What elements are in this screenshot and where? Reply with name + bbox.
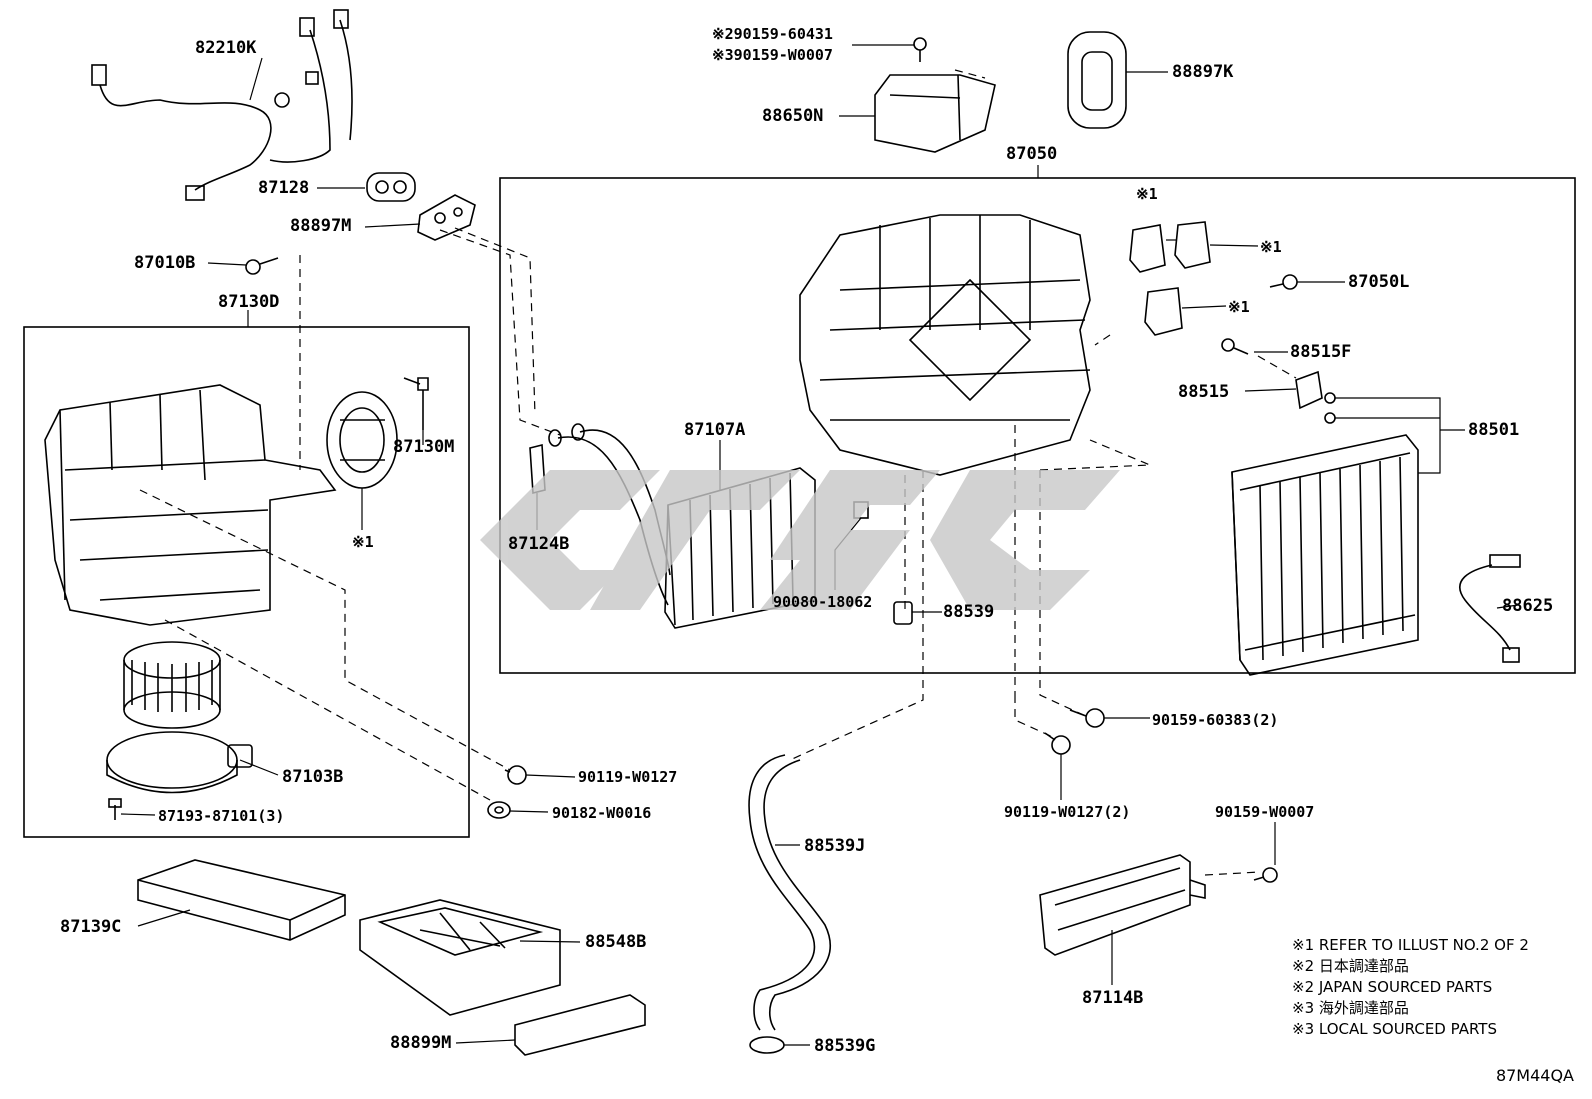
part-label-87128: 87128: [258, 178, 310, 198]
cabin-filter-drawing: [137, 859, 346, 941]
hvac-unit-drawing: [799, 214, 1091, 476]
note-refer-illust: ※1 REFER TO ILLUST NO.2 OF 2: [1292, 936, 1529, 954]
part-label-88899m: 88899M: [390, 1033, 452, 1053]
part-label-90119-w0127-2: 90119-W0127(2): [1004, 803, 1131, 821]
part-label-87124b: 87124B: [508, 534, 570, 554]
part-label-87139c: 87139C: [60, 917, 122, 937]
blower-motor-drawing: [106, 641, 253, 794]
blower-housing-drawing: [44, 384, 337, 626]
ptc-heater-drawing: [1039, 854, 1206, 956]
seal-88897m-drawing: [417, 194, 476, 241]
bolt-87050l-drawing: [1269, 274, 1298, 290]
bolt-87010b-drawing: [245, 257, 279, 275]
part-label-88539g: 88539G: [814, 1036, 876, 1056]
part-label-90080-18062: 90080-18062: [773, 593, 873, 611]
part-label-390159-w0007: ※390159-W0007: [712, 46, 833, 64]
filter-case-drawing: [359, 899, 561, 1016]
screw-90119-w0127-2-drawing: [1044, 732, 1071, 755]
part-label-88548b: 88548B: [585, 932, 647, 952]
wire-harness-drawing: [91, 9, 353, 201]
part-label-87193-87101: 87193-87101(3): [158, 807, 285, 825]
part-label-88650n: 88650N: [762, 106, 824, 126]
part-label-290159-60431: ※290159-60431: [712, 25, 833, 43]
part-label-87130m: 87130M: [393, 437, 455, 457]
part-label-88897m: 88897M: [290, 216, 352, 236]
drain-hose-drawing: [748, 754, 831, 1054]
blower-cover-drawing: [326, 377, 429, 489]
part-label-90159-w0007: 90159-W0007: [1215, 803, 1315, 821]
note-local-en: ※3 LOCAL SOURCED PARTS: [1292, 1020, 1497, 1038]
part-label-90159-60383: 90159-60383(2): [1152, 711, 1279, 729]
part-label-88539: 88539: [943, 602, 995, 622]
note-local-jp: ※3 海外調達部品: [1292, 999, 1409, 1017]
part-label-88539j: 88539J: [804, 836, 866, 856]
part-label-87107a: 87107A: [684, 420, 746, 440]
ref-note-1d: ※1: [1228, 298, 1250, 316]
grommet-drawing: [366, 172, 416, 202]
ref-note-1c: ※1: [1260, 238, 1282, 256]
part-label-87114b: 87114B: [1082, 988, 1144, 1008]
servo-motor-drawings: [1129, 221, 1211, 336]
filter-cover-drawing: [514, 994, 646, 1056]
part-label-88897k: 88897K: [1172, 62, 1234, 82]
part-label-87103b: 87103B: [282, 767, 344, 787]
diagram-code: 87M44QA: [1495, 1066, 1574, 1085]
part-label-87130d: 87130D: [218, 292, 280, 312]
part-label-88515f: 88515F: [1290, 342, 1352, 362]
part-label-87010b: 87010B: [134, 253, 196, 273]
washer-90182-drawing: [487, 801, 511, 819]
temp-sensor-drawing: [1459, 554, 1521, 663]
evaporator-drawing: [1231, 434, 1419, 676]
clip-87124b-drawing: [529, 443, 546, 495]
screw-90159-w0007-drawing: [1253, 867, 1278, 883]
blower-frame: [23, 326, 470, 838]
ref-note-1b: ※1: [1136, 185, 1158, 203]
part-label-90119-w0127: 90119-W0127: [578, 768, 678, 786]
part-label-88625: 88625: [1502, 596, 1554, 616]
note-japan-en: ※2 JAPAN SOURCED PARTS: [1292, 978, 1493, 996]
screw-90159-60383-drawing: [1069, 708, 1105, 728]
part-label-87050: 87050: [1006, 144, 1058, 164]
ecu-bracket-drawing: [874, 37, 996, 153]
part-label-90182-w0016: 90182-W0016: [552, 804, 652, 822]
seal-88897k-drawing: [1067, 31, 1127, 129]
part-label-82210k: 82210K: [195, 38, 257, 58]
expansion-valve-drawing: [1295, 370, 1336, 424]
part-label-88501: 88501: [1468, 420, 1520, 440]
part-label-87050l: 87050L: [1348, 272, 1410, 292]
bolt-88515f-drawing: [1221, 338, 1249, 355]
main-unit-frame: [499, 177, 1576, 674]
note-japan-jp: ※2 日本調達部品: [1292, 957, 1409, 975]
ref-note-1a: ※1: [352, 533, 374, 551]
screw-90119-drawing: [504, 765, 527, 785]
part-label-88515: 88515: [1178, 382, 1230, 402]
